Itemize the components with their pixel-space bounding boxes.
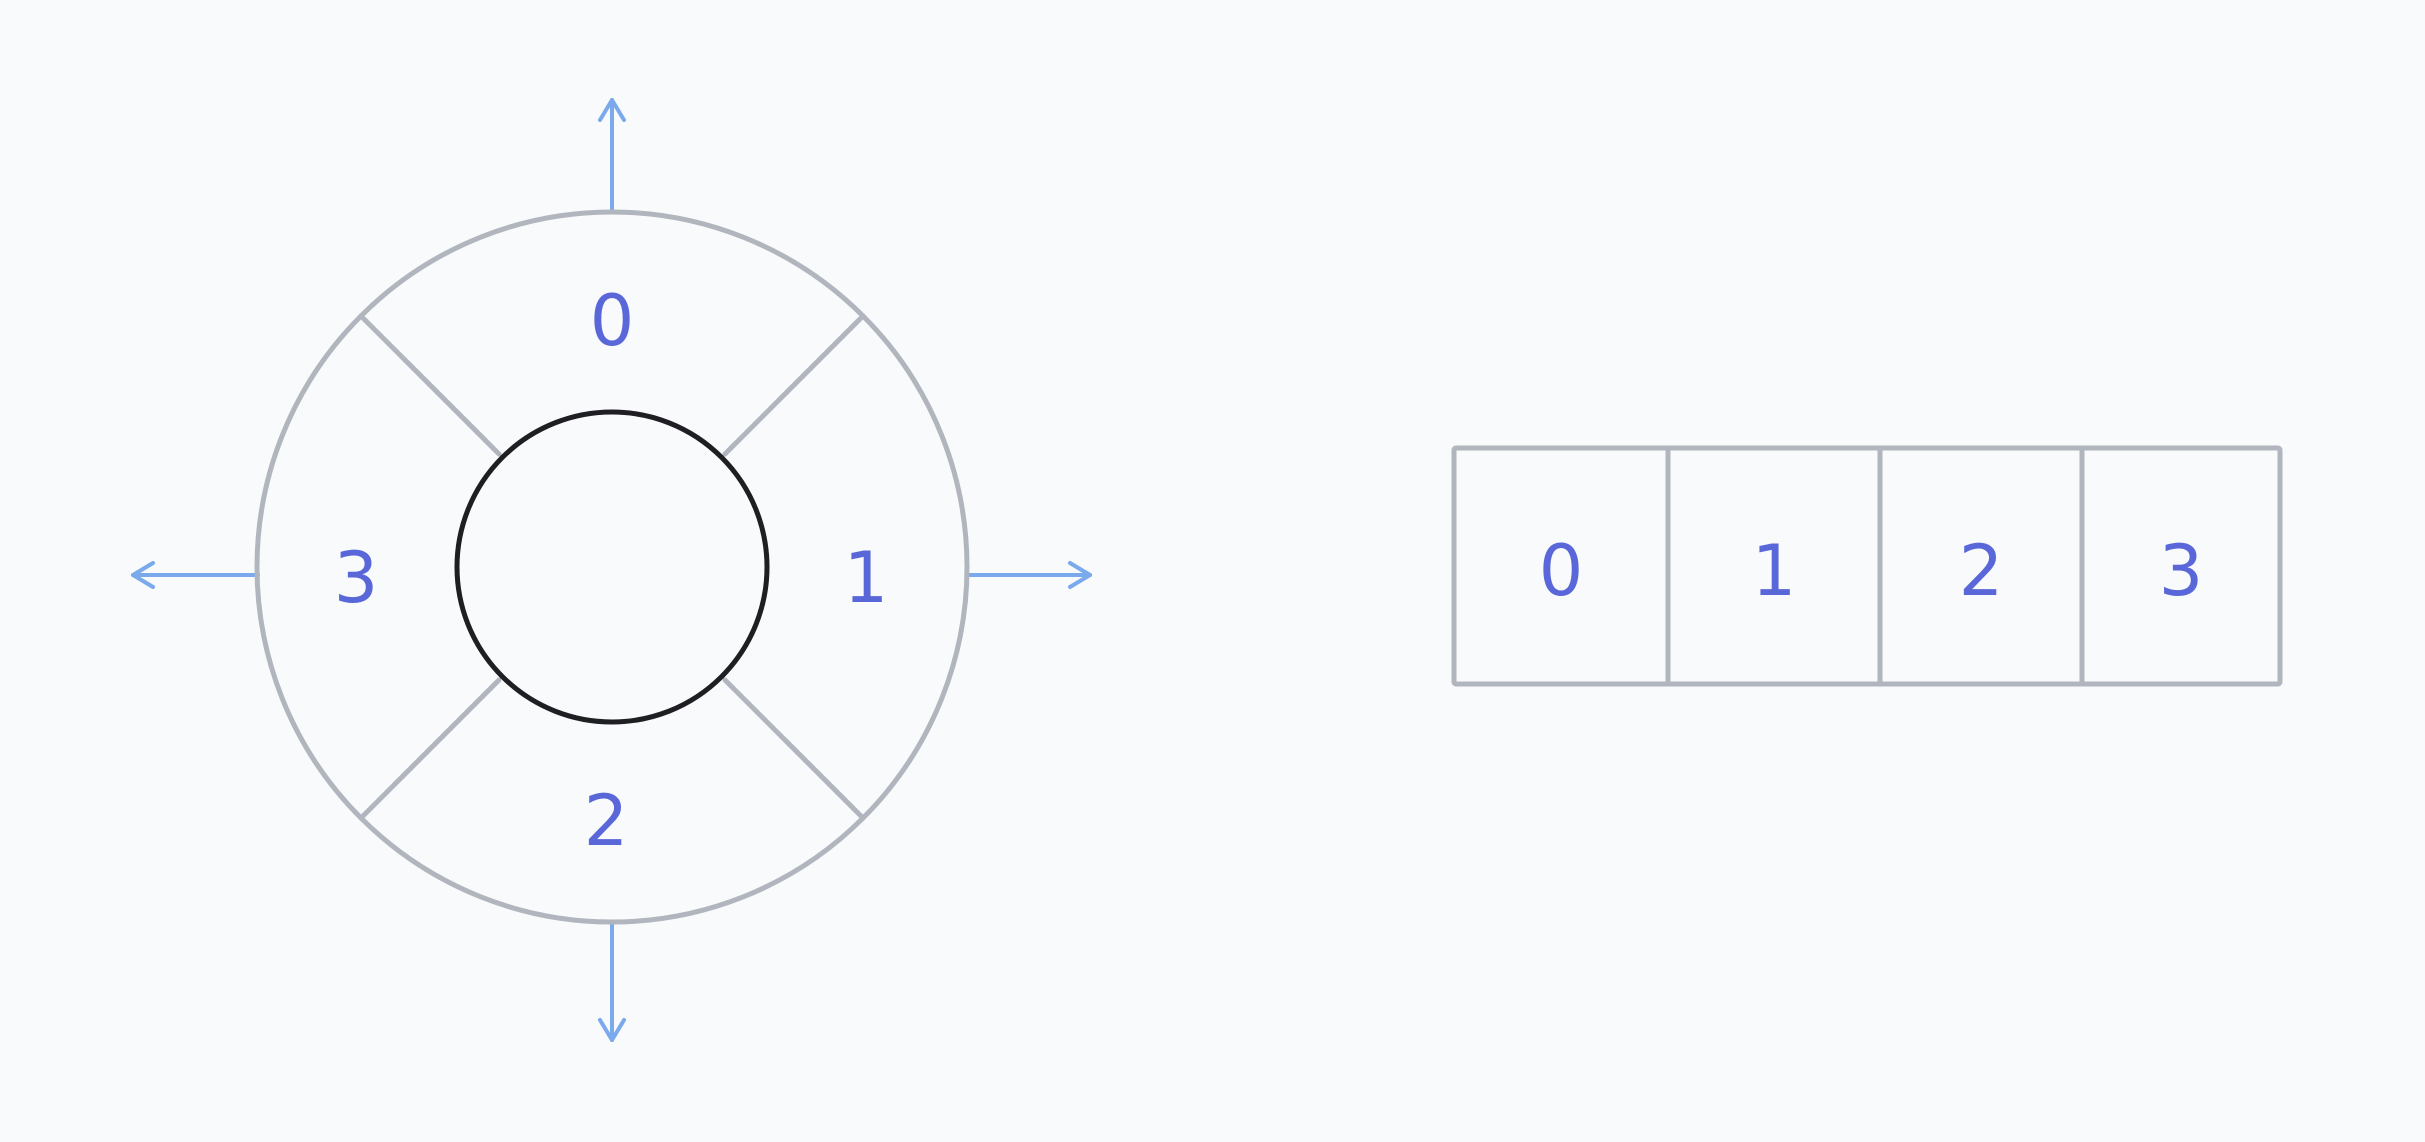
array-cell-1-label: 1 bbox=[1752, 530, 1797, 612]
outer-ring bbox=[254, 209, 970, 925]
arrow-right-icon bbox=[965, 561, 1092, 589]
inner-circle bbox=[454, 409, 770, 725]
ring-segment-3-label: 3 bbox=[334, 537, 379, 619]
array-cell-3-label: 3 bbox=[2159, 530, 2204, 612]
array-diagram: 0 1 2 3 bbox=[1451, 445, 2283, 687]
array-cell-2-label: 2 bbox=[1959, 530, 2004, 612]
array-cell-dividers bbox=[1665, 448, 2085, 684]
arrow-down-icon bbox=[598, 920, 626, 1042]
array-outline bbox=[1451, 445, 2283, 687]
arrow-left-icon bbox=[131, 561, 260, 589]
ring-dividers bbox=[358, 313, 866, 821]
ring-segment-1-label: 1 bbox=[844, 537, 889, 619]
ring-diagram: 0 1 2 3 bbox=[131, 98, 1092, 1042]
array-cell-0-label: 0 bbox=[1539, 530, 1584, 612]
arrow-up-icon bbox=[598, 98, 626, 212]
ring-segment-2-label: 2 bbox=[584, 780, 629, 862]
ring-segment-0-label: 0 bbox=[590, 280, 635, 362]
